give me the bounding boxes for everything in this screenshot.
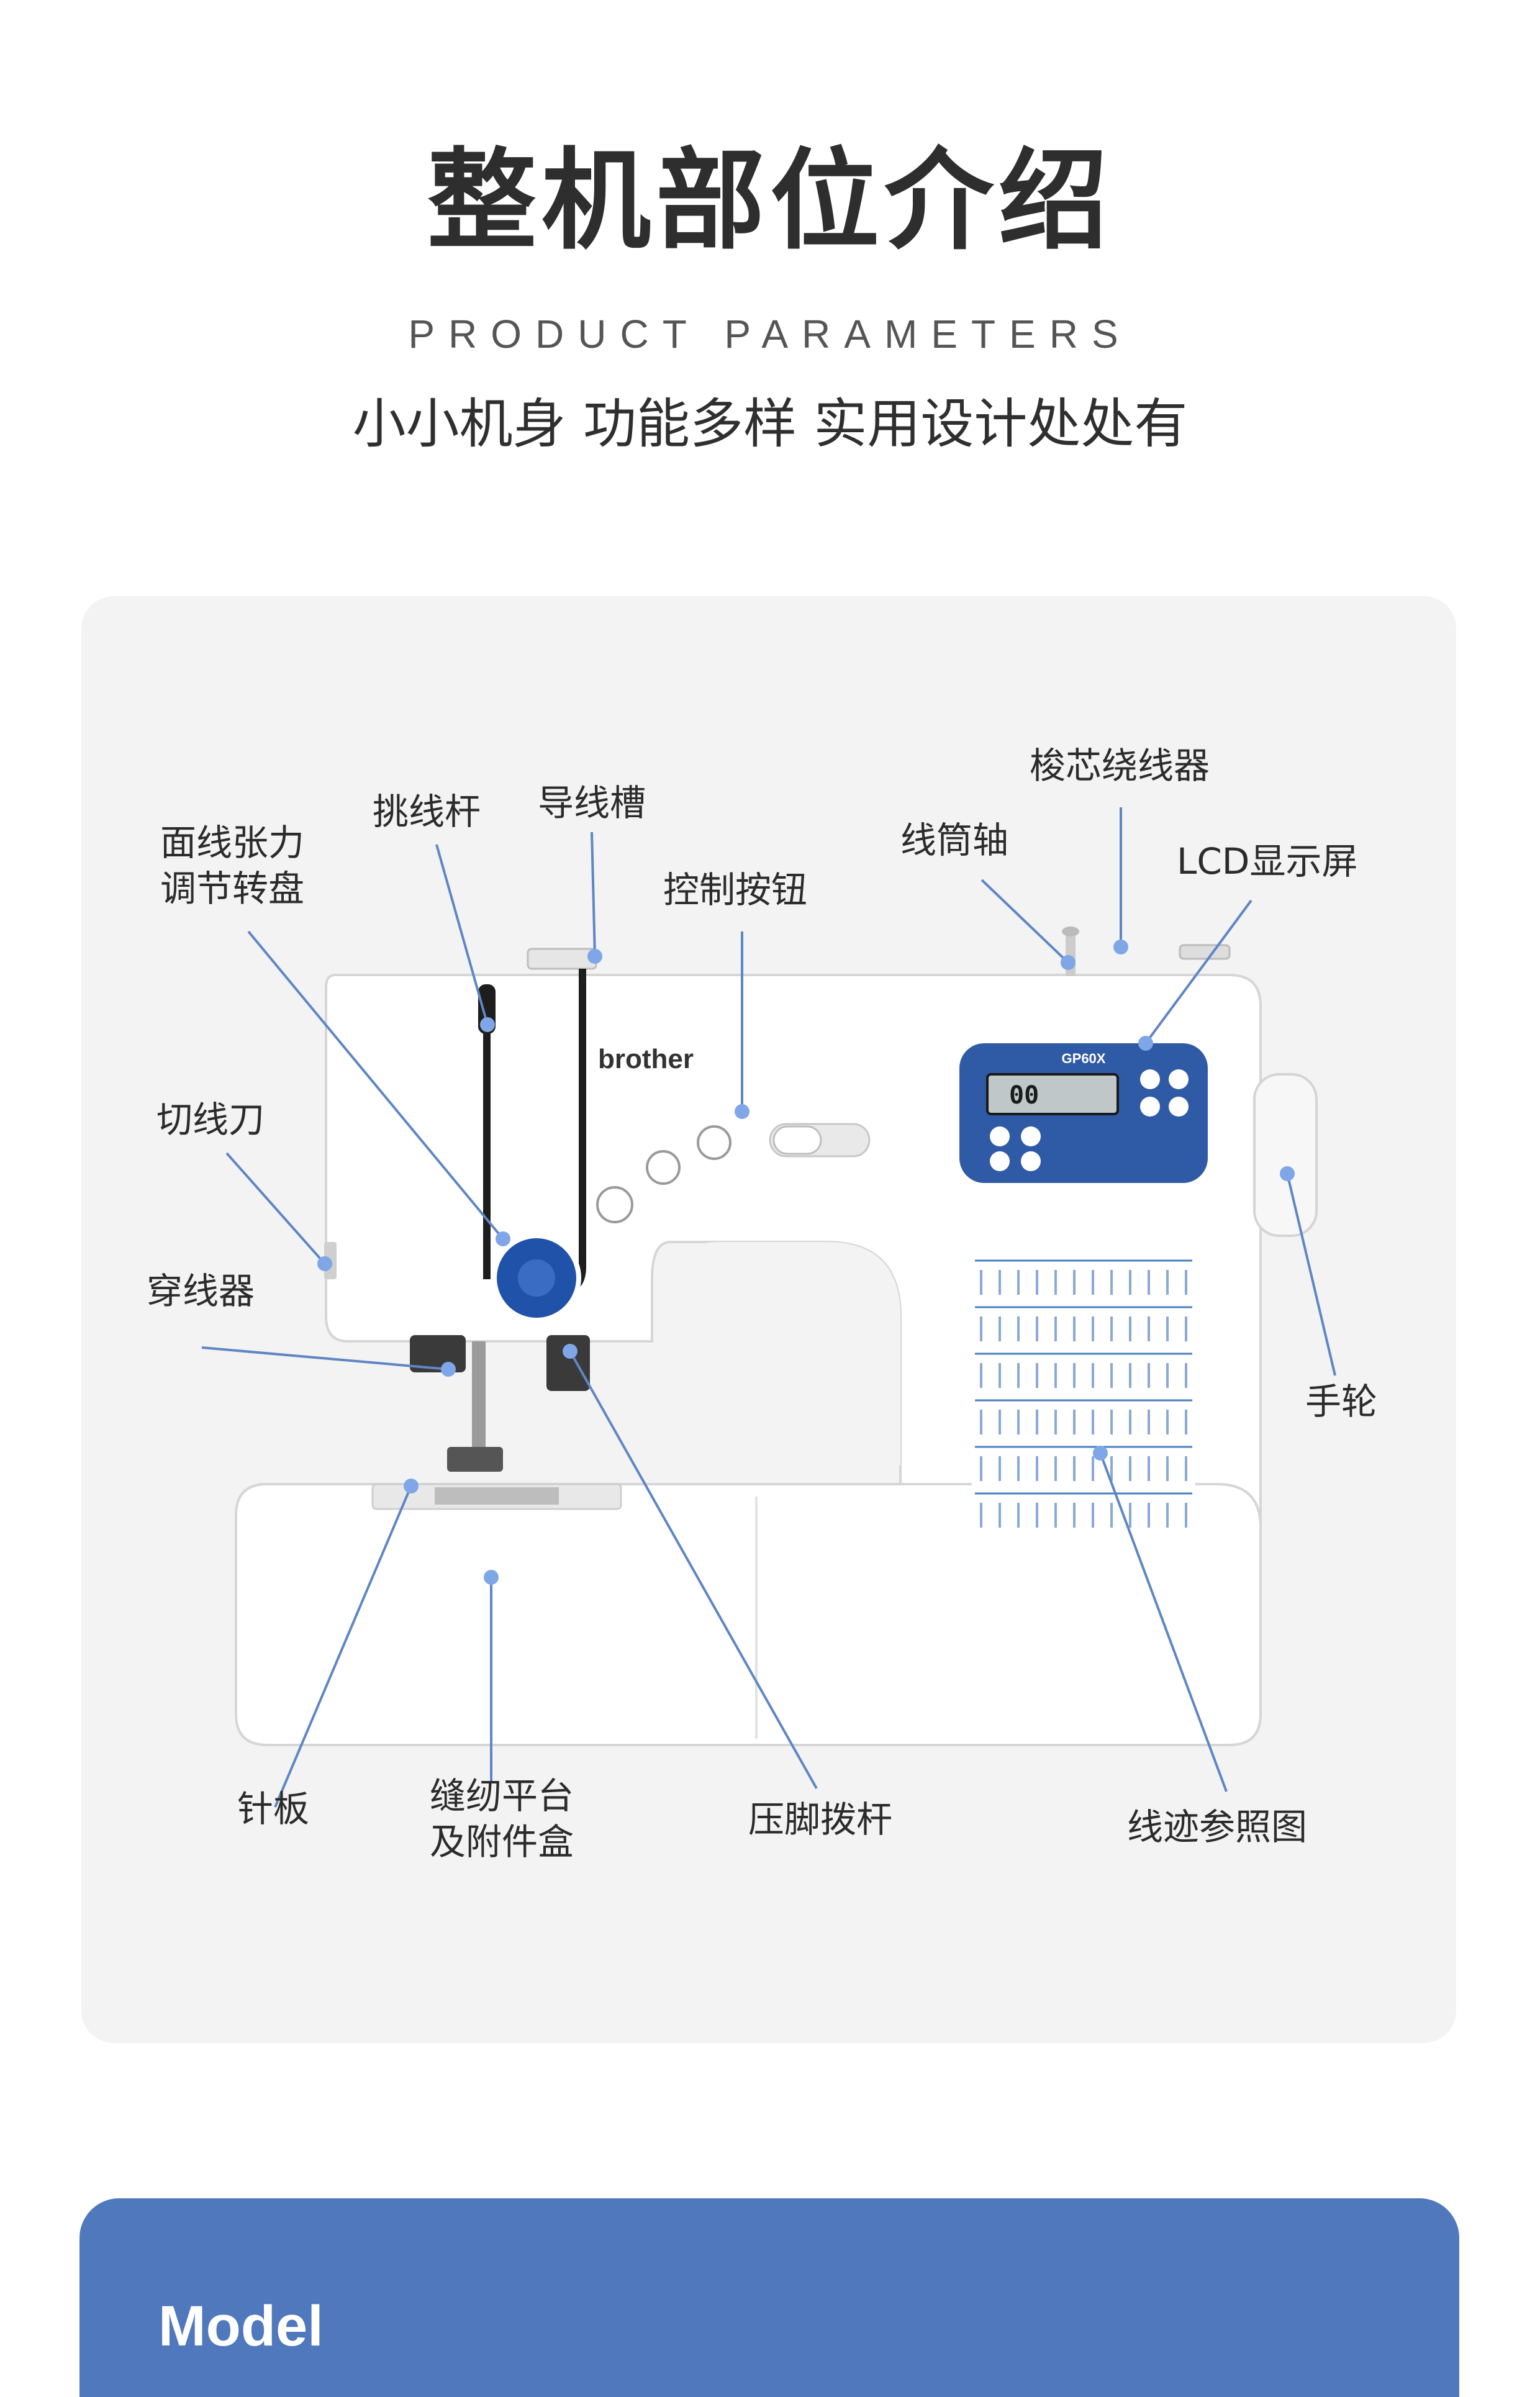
stitch-chart (972, 1254, 1195, 1546)
label-thread-guide: 导线槽 (538, 782, 646, 824)
label-thread-take-up: 挑线杆 (373, 791, 481, 833)
model-heading: Model (158, 2295, 324, 2358)
label-needle-plate: 针板 (237, 1788, 310, 1830)
label-presser-foot-lever: 压脚拨杆 (748, 1798, 893, 1841)
control-buttons (596, 1123, 871, 1223)
handwheel (1253, 1073, 1318, 1237)
label-stitch-chart: 线迹参照图 (1127, 1806, 1308, 1848)
label-control-buttons: 控制按钮 (663, 869, 808, 911)
label-handwheel: 手轮 (1305, 1380, 1378, 1423)
model-badge: GP60X (1062, 1051, 1106, 1066)
leader-lines (201, 807, 1336, 1808)
page-subtitle-english: PRODUCT PARAMETERS (408, 312, 1132, 356)
model-section (79, 2198, 1459, 2397)
needle-area (410, 1335, 590, 1472)
page-tagline: 小小机身 功能多样 实用设计处处有 (352, 393, 1188, 455)
lcd-readout: 00 (1009, 1081, 1039, 1110)
label-bobbin-winder: 梭芯绕线器 (1030, 745, 1210, 787)
label-sewing-platform: 缝纫平台 及附件盒 (430, 1775, 574, 1864)
label-lcd-screen: LCD显示屏 (1177, 840, 1358, 882)
pointer-dots (317, 940, 1295, 1585)
label-threader: 穿线器 (147, 1270, 255, 1312)
label-thread-cutter: 切线刀 (156, 1099, 265, 1141)
page-title: 整机部位介绍 (427, 137, 1113, 265)
tension-dial (492, 1233, 581, 1323)
brand-logo: brother (598, 1044, 694, 1074)
label-tension-dial: 面线张力 调节转盘 (160, 822, 305, 910)
label-spool-pin: 线筒轴 (900, 819, 1009, 861)
lcd-panel (959, 1043, 1208, 1183)
